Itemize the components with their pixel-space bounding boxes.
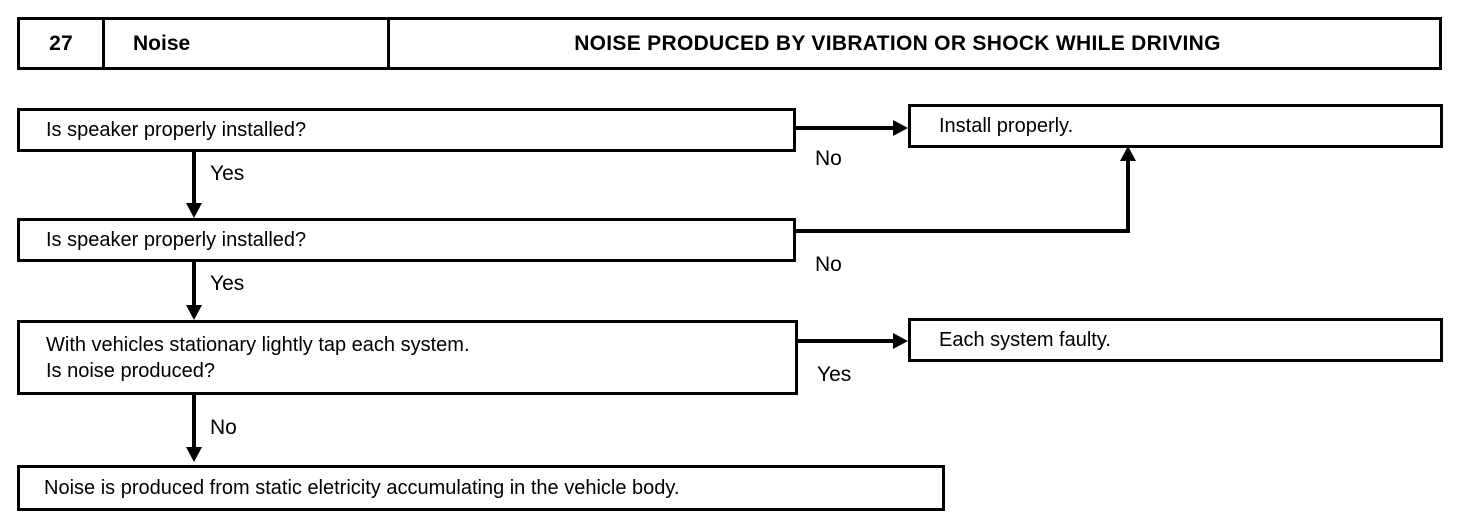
arrowhead-q3-yes bbox=[893, 333, 908, 349]
connector-q3-yes-horizontal bbox=[797, 339, 893, 343]
question-box-speaker-installed-1: Is speaker properly installed? bbox=[17, 108, 796, 152]
arrowhead-q3-no bbox=[186, 447, 202, 462]
result-box-each-system-faulty: Each system faulty. bbox=[908, 318, 1443, 362]
branch-label-q1-no: No bbox=[815, 147, 842, 170]
branch-label-q3-no: No bbox=[210, 416, 237, 439]
arrowhead-q2-yes bbox=[186, 305, 202, 320]
arrowhead-q1-no bbox=[893, 120, 908, 136]
header-section-number: 27 bbox=[20, 20, 105, 67]
question-box-3-line1: With vehicles stationary lightly tap eac… bbox=[46, 333, 470, 356]
question-box-tap-each-system: With vehicles stationary lightly tap eac… bbox=[17, 320, 798, 395]
connector-q3-no-vertical bbox=[192, 395, 196, 447]
arrowhead-q2-no bbox=[1120, 146, 1136, 161]
connector-q2-yes-vertical bbox=[192, 262, 196, 306]
header-category: Noise bbox=[105, 20, 390, 67]
connector-q2-no-horizontal bbox=[795, 229, 1130, 233]
result-box-2-text: Each system faulty. bbox=[939, 329, 1111, 351]
question-box-1-text: Is speaker properly installed? bbox=[46, 119, 307, 141]
result-box-install-properly: Install properly. bbox=[908, 104, 1443, 148]
question-box-speaker-installed-2: Is speaker properly installed? bbox=[17, 218, 796, 262]
branch-label-q2-no: No bbox=[815, 253, 842, 276]
connector-q2-no-vertical bbox=[1126, 160, 1130, 231]
conclusion-box-static-electricity: Noise is produced from static eletricity… bbox=[17, 465, 945, 511]
header-title: NOISE PRODUCED BY VIBRATION OR SHOCK WHI… bbox=[574, 31, 1221, 55]
conclusion-box-text: Noise is produced from static eletricity… bbox=[44, 477, 680, 499]
arrowhead-q1-yes bbox=[186, 203, 202, 218]
branch-label-q3-yes: Yes bbox=[817, 363, 852, 386]
header-bar: 27 Noise NOISE PRODUCED BY VIBRATION OR … bbox=[17, 17, 1442, 70]
connector-q1-no-horizontal bbox=[795, 126, 893, 130]
question-box-2-text: Is speaker properly installed? bbox=[46, 229, 307, 251]
result-box-1-text: Install properly. bbox=[939, 115, 1074, 137]
branch-label-q2-yes: Yes bbox=[210, 272, 245, 295]
question-box-3-line2: Is noise produced? bbox=[46, 359, 216, 382]
connector-q1-yes-vertical bbox=[192, 152, 196, 204]
branch-label-q1-yes: Yes bbox=[210, 162, 245, 185]
